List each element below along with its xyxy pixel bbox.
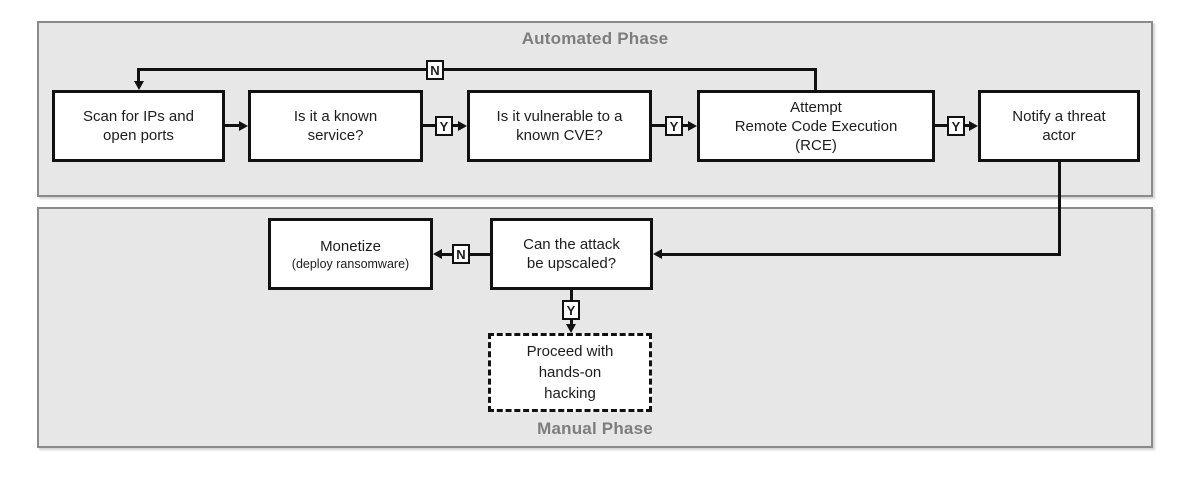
node-scan-ips-ports: Scan for IPs and open ports — [52, 90, 225, 162]
node-text-line: Monetize — [320, 237, 381, 255]
notify-to-upscale-line-horizontal — [661, 253, 1061, 256]
node-attack-upscaled: Can the attack be upscaled? — [490, 218, 653, 290]
arrowhead-left — [653, 249, 662, 259]
node-text-line: actor — [1042, 127, 1076, 144]
arrowhead-left — [433, 249, 442, 259]
node-text-line: (deploy ransomware) — [291, 256, 410, 271]
arrowhead-right — [239, 121, 248, 131]
node-text-line: Attempt — [790, 98, 842, 116]
node-text-line: Is it a known — [293, 108, 378, 125]
node-text-line: open ports — [103, 127, 174, 144]
node-vulnerable-cve: Is it vulnerable to a known CVE? — [467, 90, 652, 162]
edge-label-no: N — [426, 60, 444, 80]
arrowhead-right — [688, 121, 697, 131]
feedback-line-vertical — [814, 70, 817, 90]
manual-phase-label: Manual Phase — [537, 419, 653, 438]
connector-line — [453, 124, 460, 127]
feedback-line-horizontal — [137, 68, 817, 71]
arrowhead-down — [566, 324, 576, 333]
edge-label-yes: Y — [435, 116, 453, 136]
node-known-service: Is it a known service? — [248, 90, 423, 162]
edge-label-yes: Y — [562, 300, 580, 320]
node-monetize: Monetize (deploy ransomware) — [268, 218, 433, 290]
connector-line — [225, 124, 242, 127]
node-text-line: hacking — [544, 385, 596, 402]
edge-label-yes: Y — [665, 116, 683, 136]
node-text-line: Notify a threat — [1012, 108, 1106, 125]
connector-line — [570, 320, 573, 326]
connector-line — [935, 124, 947, 127]
arrowhead-down — [134, 81, 144, 90]
node-notify-threat-actor: Notify a threat actor — [978, 90, 1140, 162]
automated-phase-label: Automated Phase — [521, 29, 669, 48]
node-text-line: (RCE) — [795, 136, 837, 154]
edge-label-yes: Y — [947, 116, 965, 136]
notify-to-upscale-line-vertical — [1058, 162, 1061, 256]
connector-line — [965, 124, 971, 127]
edge-label-no: N — [452, 244, 470, 264]
connector-line — [683, 124, 690, 127]
node-text-line: hands-on — [538, 364, 602, 381]
node-attempt-rce: Attempt Remote Code Execution (RCE) — [697, 90, 935, 162]
connector-line — [423, 124, 435, 127]
arrowhead-right — [969, 121, 978, 131]
node-text-line: be upscaled? — [526, 255, 617, 272]
connector-line — [442, 253, 452, 256]
node-text-line: Is it vulnerable to a — [496, 108, 623, 125]
connector-line — [570, 290, 573, 300]
node-text-line: Proceed with — [526, 343, 614, 360]
arrowhead-right — [458, 121, 467, 131]
node-text-line: known CVE? — [516, 127, 603, 144]
node-hands-on-hacking: Proceed with hands-on hacking — [488, 333, 652, 412]
node-text-line: Scan for IPs and — [83, 108, 194, 125]
connector-line — [652, 124, 665, 127]
node-text-line: Remote Code Execution — [734, 117, 898, 135]
node-text-line: service? — [307, 127, 364, 144]
node-text-line: Can the attack — [523, 236, 620, 253]
connector-line — [470, 253, 490, 256]
feedback-line-drop — [137, 68, 140, 83]
